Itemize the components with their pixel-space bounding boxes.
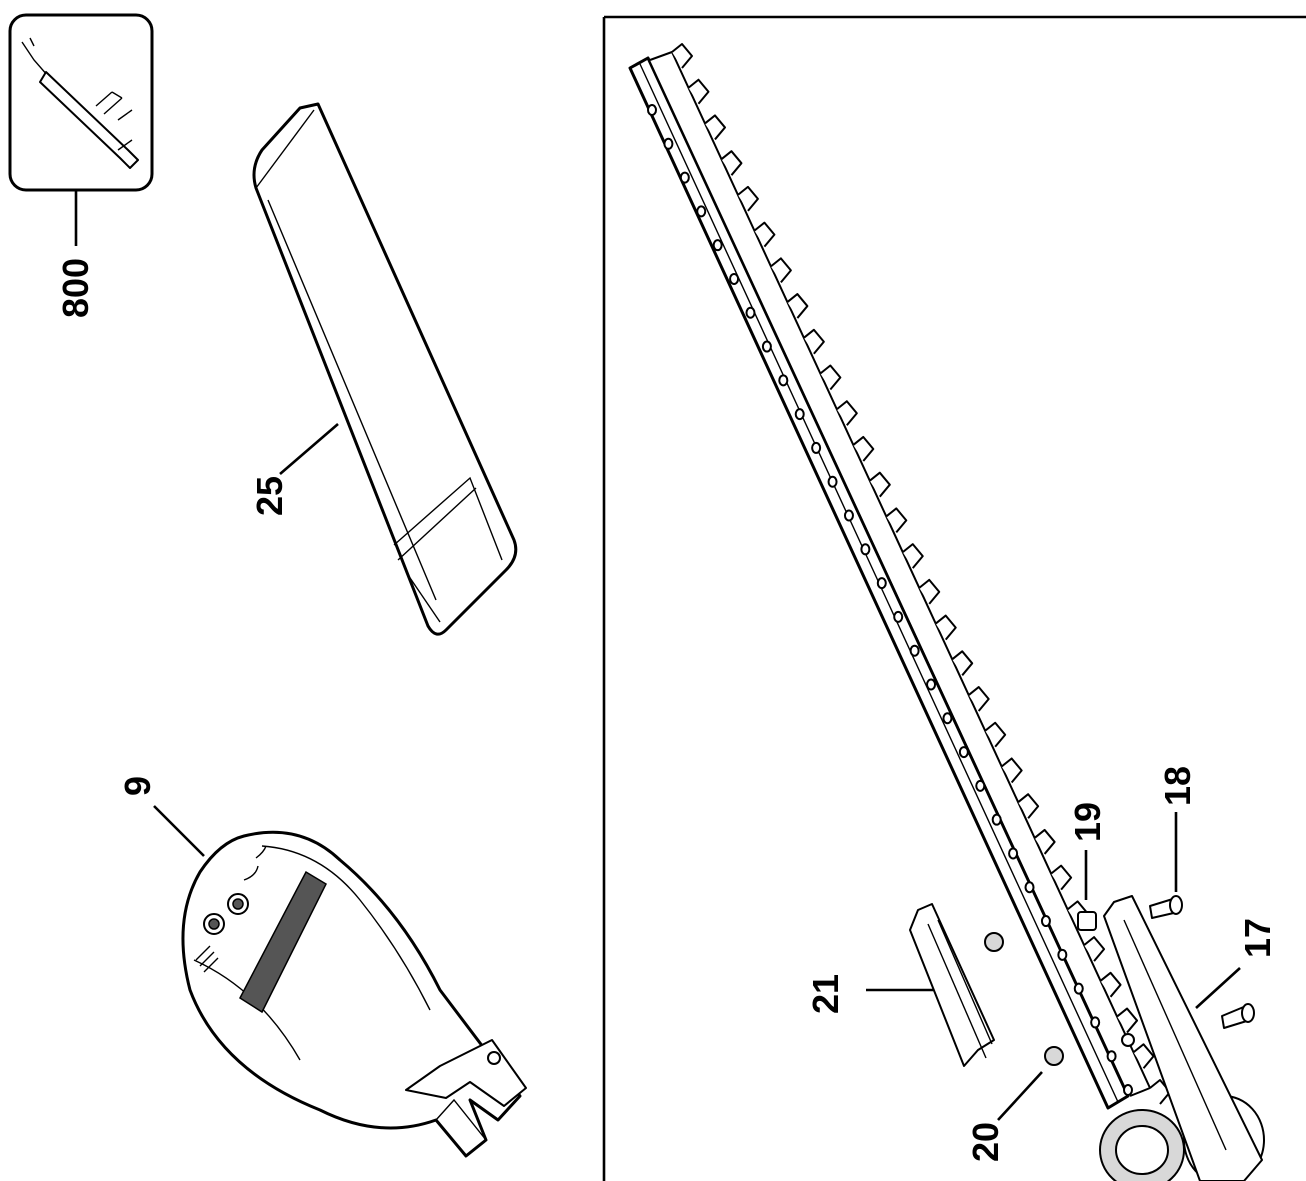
blade-rivet <box>794 408 805 421</box>
blade-tooth <box>770 257 792 283</box>
callout-20: 20 <box>965 1122 1006 1162</box>
blade-tooth <box>984 721 1007 748</box>
blade-rivet <box>1123 1084 1133 1096</box>
part-20-nut <box>984 932 1064 1121</box>
blade-rivet <box>860 543 871 556</box>
callout-17: 17 <box>1237 918 1278 958</box>
blade-tooth <box>687 78 710 105</box>
part-25-blade-sheath <box>252 102 518 636</box>
blade-tooth <box>1099 971 1122 998</box>
blade-rivet <box>1024 881 1035 894</box>
callout-25: 25 <box>249 476 290 516</box>
blade-rivet <box>696 205 707 218</box>
blade-tooth <box>1116 1007 1139 1034</box>
blade-rivet <box>843 509 854 522</box>
blade-tooth <box>737 185 759 212</box>
blade-tooth <box>885 507 908 534</box>
blade-tooth <box>935 614 957 641</box>
blade-tooth <box>836 400 858 426</box>
blade-rivet <box>1073 982 1084 995</box>
blade-rivet <box>1106 1050 1117 1063</box>
blade-rivet <box>975 779 986 792</box>
blade-rivet <box>729 272 740 285</box>
blade-tooth <box>819 364 842 391</box>
part-9-hand-guard <box>153 805 527 1158</box>
part-17-cover-plate <box>1103 895 1263 1181</box>
part-21-blade-guide <box>866 903 995 1067</box>
blade-rivet <box>745 306 756 319</box>
blade-tooth <box>1033 828 1056 855</box>
blade-tooth <box>803 328 825 355</box>
blade-tooth <box>902 543 924 569</box>
blade-tooth <box>786 293 809 319</box>
blade-tooth <box>720 150 743 176</box>
blade-tooth <box>1001 757 1023 784</box>
blade-rivet <box>679 171 690 184</box>
blade-rivet <box>958 746 969 759</box>
blade-tooth <box>753 221 776 248</box>
blade-rivet <box>1008 847 1019 860</box>
blade-rivet <box>991 813 1002 826</box>
blade-rivet <box>1057 948 1068 961</box>
blade-rivet <box>778 374 789 387</box>
blade-rivet <box>712 239 723 252</box>
blade-rivet <box>827 475 838 488</box>
blade-rivet <box>893 610 904 623</box>
blade-rivet <box>876 577 887 590</box>
callout-9: 9 <box>117 776 158 796</box>
blade-rivet <box>761 340 772 353</box>
blade-tooth <box>968 686 990 712</box>
callout-800: 800 <box>55 258 96 318</box>
part-800-inset <box>8 13 154 246</box>
blade-rivet <box>942 712 953 725</box>
blade-rivet <box>1090 1016 1101 1029</box>
blade-tooth <box>1050 864 1073 891</box>
blade-tooth <box>1083 936 1106 962</box>
blade-tooth <box>852 435 875 462</box>
blade-tooth <box>1017 793 1040 819</box>
blade-teeth <box>647 43 1171 1105</box>
callout-18: 18 <box>1157 766 1198 806</box>
blade-rivet <box>1040 915 1051 928</box>
part-19-spacer <box>1077 850 1097 931</box>
blade-rivet <box>663 137 674 150</box>
blade-tooth <box>918 578 941 605</box>
blade-tooth <box>869 471 891 498</box>
blade-rivet <box>647 104 657 116</box>
blade-rivet <box>926 678 937 691</box>
blade-tooth <box>951 650 974 676</box>
blade-rivet <box>909 644 920 657</box>
callout-19: 19 <box>1067 802 1108 842</box>
part-18-screw <box>1149 812 1255 1029</box>
blade-tooth <box>1132 1043 1155 1069</box>
blade-rivet <box>811 441 822 454</box>
blade-tooth <box>704 114 726 141</box>
callout-21: 21 <box>805 974 846 1014</box>
blade-tooth <box>671 43 693 69</box>
blade-assembly-frame <box>602 15 1306 1181</box>
